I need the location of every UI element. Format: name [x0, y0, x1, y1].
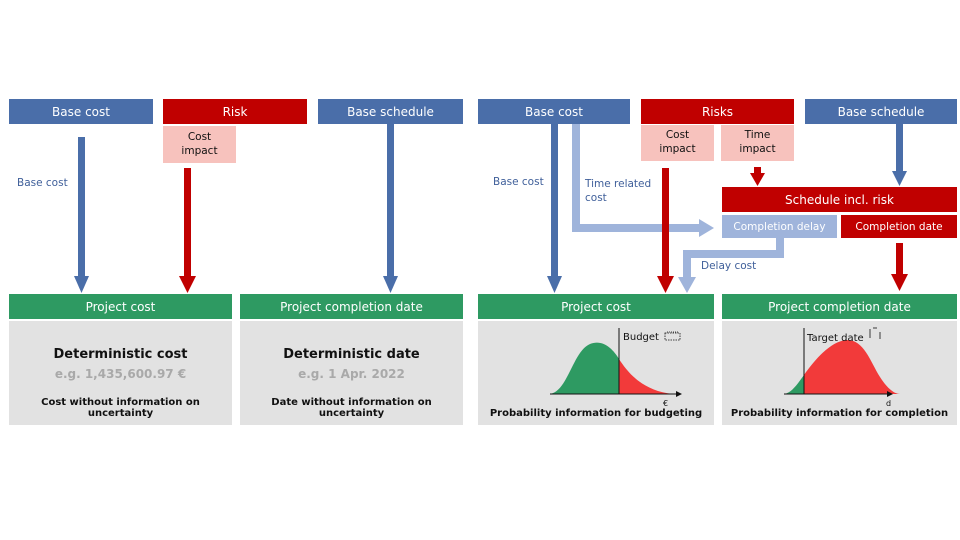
target-date-label: Target date: [806, 333, 864, 344]
budget-curve-above: [619, 359, 673, 394]
budget-caption: Probability information for budgeting: [489, 408, 703, 419]
budget-label: Budget: [623, 332, 659, 343]
arrow-base-schedule-to-completion-date: [383, 124, 398, 293]
completion-delay-box: Completion delay: [722, 215, 837, 238]
cost-impact-box: Cost impact: [163, 126, 236, 163]
completion-distribution-chart: Target date d: [784, 327, 900, 408]
base-schedule-box: Base schedule: [318, 99, 463, 124]
arrow-completion-date-to-project-completion: [891, 243, 908, 291]
right-base-cost-arrow-label: Base cost: [493, 176, 544, 188]
arrow-cost-impact-to-project-cost: [179, 168, 196, 293]
deterministic-date-caption: Date without information on uncertainty: [271, 397, 432, 419]
risks-box: Risks: [641, 99, 794, 124]
budget-axis-arrowhead: [676, 391, 682, 397]
right-base-cost-box: Base cost: [478, 99, 630, 124]
completion-distribution-panel: Target date d Probability information fo…: [722, 321, 957, 425]
time-related-cost-label: Time related cost: [585, 178, 652, 205]
money-icon: [664, 331, 681, 341]
risk-box: Risk: [163, 99, 307, 124]
budget-distribution-panel: Budget € Probability information for bud…: [478, 321, 714, 425]
schedule-incl-risk-box: Schedule incl. risk: [722, 187, 957, 212]
arrow-base-cost-to-project-cost: [74, 137, 89, 293]
project-completion-date-header: Project completion date: [240, 294, 463, 319]
budget-distribution-chart: Budget €: [550, 328, 682, 408]
base-cost-box: Base cost: [9, 99, 153, 124]
right-base-schedule-box: Base schedule: [805, 99, 957, 124]
right-cost-impact-box: Cost impact: [641, 125, 714, 161]
right-project-completion-date-header: Project completion date: [722, 294, 957, 319]
deterministic-date-example: e.g. 1 Apr. 2022: [298, 367, 405, 381]
deterministic-date-title: Deterministic date: [283, 347, 420, 362]
budget-curve-below: [550, 342, 619, 394]
time-impact-box: Time impact: [721, 125, 794, 161]
project-cost-header: Project cost: [9, 294, 232, 319]
arrow-right-cost-impact-to-project-cost: [657, 168, 674, 293]
calendar-icon: [869, 327, 881, 339]
deterministic-cost-title: Deterministic cost: [53, 347, 188, 362]
arrow-base-schedule-to-schedule-incl-risk: [892, 124, 907, 186]
completion-caption: Probability information for completion: [730, 408, 949, 419]
arrow-time-impact-to-schedule: [750, 167, 765, 186]
arrow-time-related-cost: [572, 124, 714, 237]
completion-date-box: Completion date: [841, 215, 957, 238]
base-cost-arrow-label: Base cost: [17, 177, 68, 189]
delay-cost-label: Delay cost: [701, 260, 757, 272]
completion-axis-unit: d: [886, 399, 891, 408]
deterministic-cost-panel: Deterministic cost e.g. 1,435,600.97 € C…: [9, 321, 232, 425]
arrow-right-base-cost-to-project-cost: [547, 124, 562, 293]
budget-axis-unit: €: [663, 399, 668, 408]
deterministic-cost-example: e.g. 1,435,600.97 €: [54, 367, 187, 381]
arrow-delay-cost: [678, 237, 784, 293]
completion-axis-arrowhead: [887, 391, 893, 397]
completion-curve-below: [784, 375, 804, 394]
deterministic-cost-caption: Cost without information on uncertainty: [41, 397, 200, 419]
completion-curve-above: [804, 340, 900, 394]
deterministic-date-panel: Deterministic date e.g. 1 Apr. 2022 Date…: [240, 321, 463, 425]
right-project-cost-header: Project cost: [478, 294, 714, 319]
